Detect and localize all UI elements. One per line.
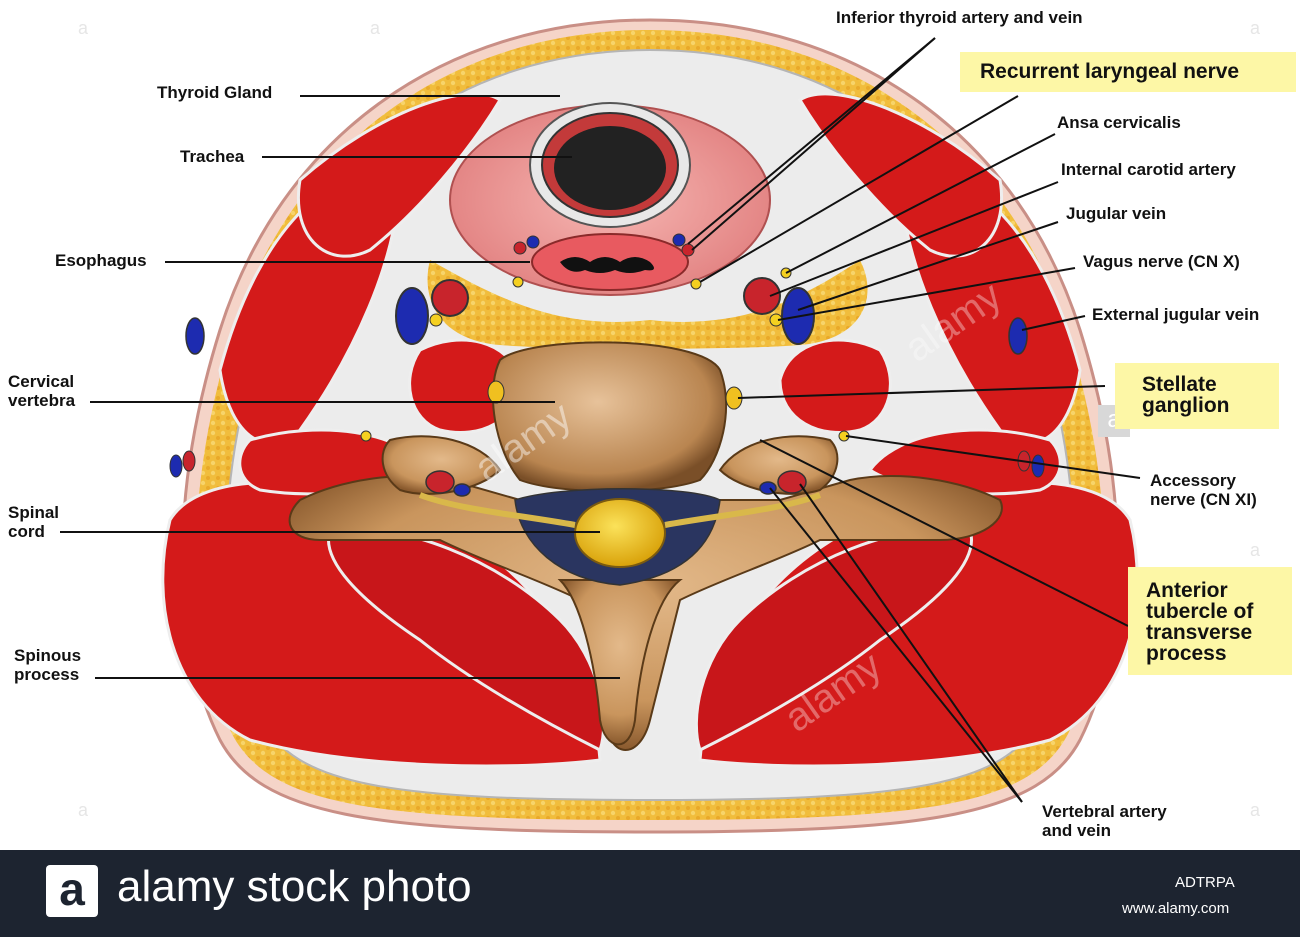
recurrent-laryngeal-left [512, 276, 524, 288]
watermark-letter: a [1250, 800, 1261, 820]
muscle-paraspinal-left [327, 526, 606, 753]
muscle-sternocleido-left [297, 92, 503, 258]
vagus-nerve-left [429, 313, 443, 327]
label-vertebral-artery: Vertebral artery and vein [1042, 802, 1167, 840]
watermark-letter: a [78, 18, 89, 38]
footer-url[interactable]: www.alamy.com [1122, 900, 1230, 917]
label-spinal-cord: Spinal cord [8, 503, 60, 541]
label-stellate-ganglion: Stellate ganglion [1115, 363, 1279, 429]
label-thyroid-gland: Thyroid Gland [157, 83, 273, 102]
alamy-logo-icon: a [46, 865, 98, 917]
recurrent-laryngeal-right [690, 278, 702, 290]
carotid-artery-right [743, 277, 781, 315]
watermark-letter: a [1250, 540, 1261, 560]
label-anterior-tubercle: Anterior tubercle of transverse process [1128, 567, 1292, 675]
watermark-letter: a [78, 800, 89, 820]
label-accessory-nerve: Accessory nerve (CN XI) [1150, 471, 1257, 509]
label-esophagus: Esophagus [55, 251, 147, 270]
vertebral-artery-right [777, 470, 807, 494]
label-inferior-thyroid: Inferior thyroid artery and vein [836, 8, 1083, 27]
carotid-artery-left [431, 279, 469, 317]
label-spinous-process: Spinous process [14, 646, 82, 684]
vertebral-artery-left [425, 470, 455, 494]
vertebral-pedicle-right [718, 435, 839, 495]
muscle-paraspinal-right [694, 526, 973, 753]
vertebral-vein-left [453, 483, 471, 497]
external-jugular-vein-right [1008, 317, 1028, 355]
label-external-jugular: External jugular vein [1092, 305, 1260, 324]
image-code: ADTRPA [1175, 874, 1235, 891]
label-internal-carotid: Internal carotid artery [1061, 160, 1236, 179]
label-recurrent-laryngeal: Recurrent laryngeal nerve [960, 52, 1296, 92]
anatomy-diagram [60, 18, 1141, 834]
label-trachea: Trachea [180, 147, 245, 166]
spinous-process [557, 579, 683, 746]
pretracheal-fat [427, 260, 868, 349]
trachea-lumen [554, 126, 666, 210]
spinal-nerve-root-right [664, 492, 822, 528]
watermark-letter: a [1250, 18, 1261, 38]
label-jugular-vein: Jugular vein [1066, 204, 1167, 223]
stock-footer-bar [0, 850, 1300, 937]
inferior-thyroid-artery-left [513, 241, 527, 255]
inferior-thyroid-vein-right [672, 233, 686, 247]
label-cervical-vertebra: Cervical vertebra [8, 372, 76, 410]
inferior-thyroid-vein-left [526, 235, 540, 249]
footer-title: alamy stock photo [117, 862, 472, 911]
accessory-vessels-right-b [1031, 454, 1045, 478]
accessory-vessels-left-a [169, 454, 183, 478]
muscle-longus-right [778, 338, 892, 435]
accessory-nerve-left [360, 430, 372, 442]
label-vagus-nerve: Vagus nerve (CN X) [1083, 252, 1240, 271]
label-ansa-cervicalis: Ansa cervicalis [1057, 113, 1181, 132]
stellate-ganglion-left [487, 380, 505, 404]
jugular-vein-left [395, 287, 429, 345]
external-jugular-vein-left [185, 317, 205, 355]
neck-cross-section [60, 18, 1141, 834]
accessory-vessels-left-b [182, 450, 196, 472]
spinal-nerve-root-left [418, 492, 576, 528]
leader-lines [60, 37, 1141, 803]
vertebral-body [491, 341, 728, 493]
watermark-letter: a [370, 18, 381, 38]
esophagus-lumen [560, 257, 654, 273]
